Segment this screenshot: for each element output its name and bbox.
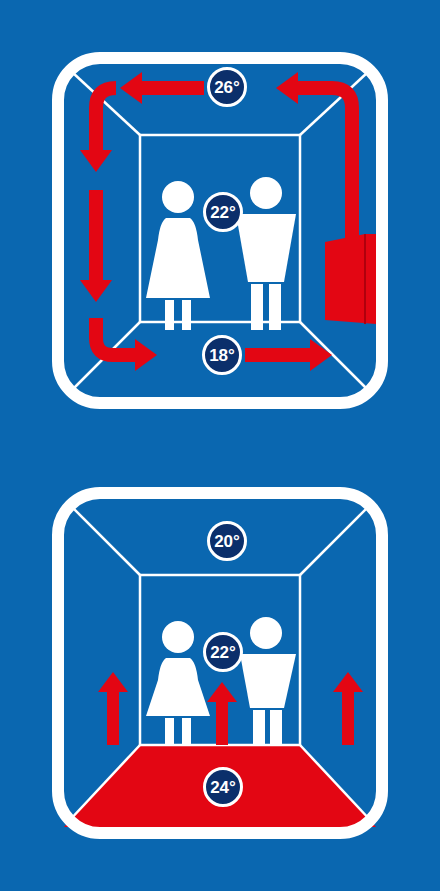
edge-line (72, 507, 140, 575)
woman-head (162, 181, 194, 213)
man-leg (253, 710, 265, 745)
temperature-value: 22° (210, 644, 236, 661)
room-frame (58, 493, 382, 833)
arrow-head (80, 280, 112, 302)
temperature-circle: 26° (207, 67, 247, 107)
flow-arrow (142, 81, 204, 95)
heat-arrow (342, 690, 354, 745)
temperature-circle: 24° (203, 767, 243, 807)
perspective-lines (68, 507, 372, 822)
convection-panel (58, 58, 382, 403)
flow-arrow (245, 348, 310, 362)
back-wall (140, 575, 300, 745)
man-leg (270, 710, 282, 745)
arrow-head (333, 672, 363, 692)
temperature-value: 22° (210, 204, 236, 221)
woman-leg (165, 718, 174, 745)
arrow-head (80, 150, 112, 172)
radiator-edge (364, 234, 366, 324)
arrow-head (98, 672, 128, 692)
air-flow (96, 88, 352, 355)
temperature-circle: 18° (202, 335, 242, 375)
flow-arrow (89, 190, 103, 280)
edge-line (300, 745, 372, 822)
man-leg (251, 284, 263, 330)
people (146, 177, 296, 330)
heat-arrow (216, 700, 228, 745)
woman-head (162, 621, 194, 653)
heat-arrow (107, 690, 119, 745)
woman-leg (182, 300, 191, 330)
temperature-circle: 22° (203, 192, 243, 232)
man-body (240, 654, 296, 708)
arrow-head (120, 72, 142, 104)
arrow-head (207, 682, 237, 702)
flow-arrow (296, 88, 352, 245)
man-head (250, 617, 282, 649)
temperature-value: 20° (214, 533, 240, 550)
arrow-head (310, 339, 332, 371)
radiator (325, 234, 376, 324)
man-leg (269, 284, 281, 330)
arrow-heads (80, 72, 332, 371)
arrow-head (135, 339, 157, 371)
flow-arrow (96, 318, 135, 355)
man-head (250, 177, 282, 209)
woman-body (146, 218, 210, 298)
arrow-head (276, 72, 298, 104)
temperature-value: 24° (210, 779, 236, 796)
woman-body (146, 658, 210, 716)
heated-floor (64, 745, 376, 827)
flow-arrow (96, 88, 116, 150)
perspective-lines (72, 72, 368, 390)
woman-leg (165, 300, 174, 330)
woman-leg (182, 718, 191, 745)
edge-line (300, 322, 368, 390)
floor-heating-panel (58, 493, 382, 833)
people (146, 617, 296, 745)
man-body (236, 214, 296, 282)
room-frame (58, 58, 382, 403)
temperature-circle: 22° (203, 632, 243, 672)
temperature-value: 26° (214, 79, 240, 96)
temperature-circle: 20° (207, 521, 247, 561)
edge-line (68, 745, 140, 822)
edge-line (300, 507, 368, 575)
arrow-heads (98, 672, 363, 702)
temperature-value: 18° (209, 347, 235, 364)
